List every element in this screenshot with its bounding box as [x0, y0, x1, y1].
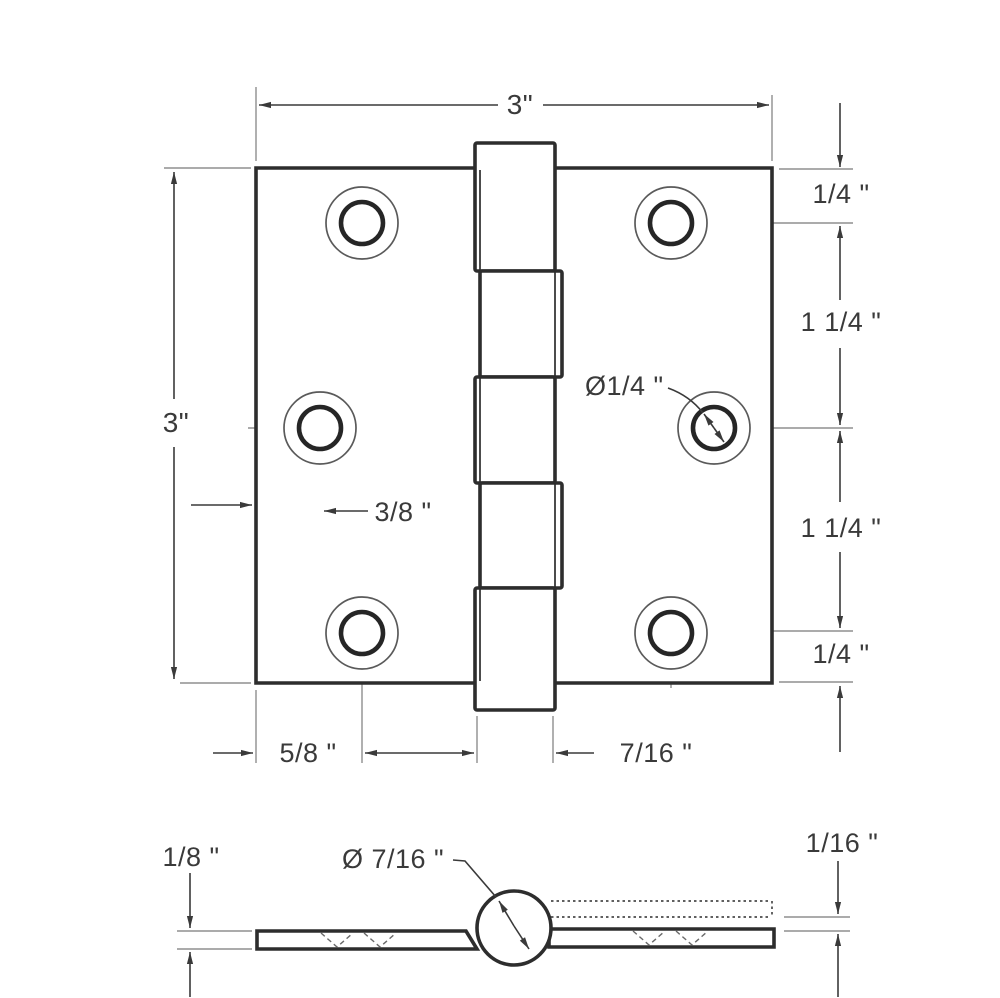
screw-holes: [283, 186, 751, 670]
hole-diameter-label: Ø1/4 ": [585, 371, 664, 401]
width-dimension-label: 3": [507, 89, 534, 120]
knuckle-5: [473, 586, 557, 712]
screw-hole-bottom-left: [325, 596, 399, 670]
end-hole-inset-label: 5/8 ": [279, 738, 336, 768]
dim-leaf-thickness: 1/8 ": [162, 842, 219, 997]
barrel-cross-section: [475, 889, 553, 967]
leaf-offset-label: 1/16 ": [806, 828, 879, 858]
dim-middle-hole-inset: 3/8 ": [191, 497, 431, 527]
front-view: 3" 3" 1/4 " 1 1/4 " 1 1/4 " 1/4 " 3/8 ": [163, 87, 882, 768]
barrel-width-label: 7/16 ": [620, 738, 693, 768]
countersink-marks: [320, 930, 709, 948]
knuckle-2: [478, 269, 564, 379]
side-right-leaf: [547, 927, 776, 949]
dim-right-column: 1/4 " 1 1/4 " 1 1/4 " 1/4 ": [801, 103, 882, 752]
dim-height: 3": [163, 171, 190, 680]
hole-diameter-leader-line: [667, 387, 704, 414]
dim-width: 3": [258, 89, 770, 120]
hinge-left-leaf: [254, 166, 477, 685]
upper-hole-spacing-label: 1 1/4 ": [801, 307, 882, 337]
bottom-offset-label: 1/4 ": [812, 639, 869, 669]
hinge-barrel: [473, 141, 564, 712]
top-offset-label: 1/4 ": [812, 179, 869, 209]
side-view: Ø 7/16 " 1/8 " 1/16 ": [162, 828, 878, 997]
screw-hole-middle-left: [283, 391, 357, 465]
open-leaf-dotted-outline: [551, 900, 773, 918]
screw-hole-top-left: [325, 186, 399, 260]
barrel-diameter-label: Ø 7/16 ": [342, 844, 444, 874]
knuckle-4: [478, 481, 564, 590]
height-dimension-label: 3": [163, 407, 190, 438]
callout-hole-diameter: Ø1/4 ": [585, 371, 725, 443]
screw-hole-middle-right: [677, 391, 751, 465]
side-extension-lines: [177, 916, 850, 950]
barrel-diameter-leader-line: [452, 859, 497, 898]
middle-hole-inset-label: 3/8 ": [374, 497, 431, 527]
hinge-right-leaf: [553, 166, 774, 685]
dim-leaf-offset: 1/16 ": [806, 828, 879, 997]
dim-bottom-row: 5/8 " 7/16 ": [213, 738, 692, 768]
side-left-leaf: [255, 929, 481, 951]
callout-barrel-diameter: Ø 7/16 ": [342, 844, 530, 950]
screw-hole-bottom-right: [634, 596, 708, 670]
screw-hole-top-right: [634, 186, 708, 260]
knuckle-1: [473, 141, 557, 273]
lower-hole-spacing-label: 1 1/4 ": [801, 513, 882, 543]
knuckle-3: [473, 375, 557, 485]
leaf-thickness-label: 1/8 ": [162, 842, 219, 872]
